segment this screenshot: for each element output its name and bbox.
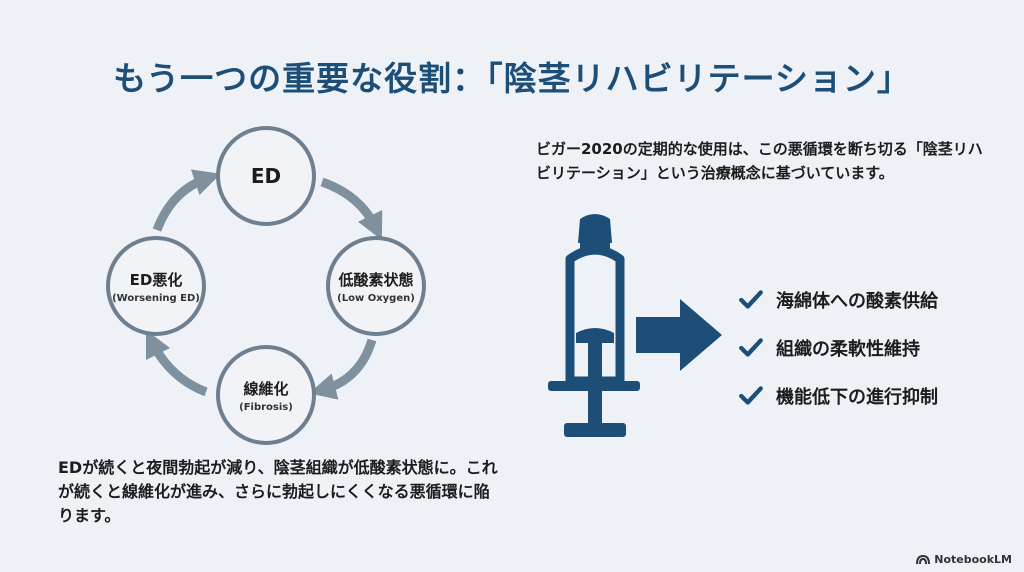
node-label: 低酸素状態 xyxy=(338,270,414,289)
arrow-lowoxygen-to-fibrosis xyxy=(308,338,377,400)
brand-watermark: NotebookLM xyxy=(916,553,1012,566)
benefit-list: 海綿体への酸素供給 組織の柔軟性維持 機能低下の進行抑制 xyxy=(738,276,938,420)
cycle-node-low-oxygen: 低酸素状態 (Low Oxygen) xyxy=(326,236,426,336)
node-sublabel: (Fibrosis) xyxy=(239,401,293,413)
notebooklm-logo-icon xyxy=(916,554,931,564)
cycle-description: EDが続くと夜間勃起が減り、陰茎組織が低酸素状態に。これが続くと線維化が進み、さ… xyxy=(58,458,498,525)
checkmark-icon xyxy=(739,386,763,405)
checkmark-icon xyxy=(739,290,763,309)
page-title: もう一つの重要な役割：「陰茎リハビリテーション」 xyxy=(113,59,911,98)
node-label: ED xyxy=(250,164,282,188)
cycle-node-worsening-ed: ED悪化 (Worsening ED) xyxy=(106,236,206,336)
node-label: 線維化 xyxy=(243,379,289,398)
right-arrow-icon xyxy=(636,299,722,371)
benefit-item: 組織の柔軟性維持 xyxy=(738,324,938,372)
benefit-item: 機能低下の進行抑制 xyxy=(738,372,938,420)
cycle-node-fibrosis: 線維化 (Fibrosis) xyxy=(216,345,316,445)
arrow-fibrosis-to-worsening xyxy=(145,329,208,397)
node-sublabel: (Worsening ED) xyxy=(112,292,200,304)
arrow-worsening-to-ed xyxy=(152,169,221,232)
node-sublabel: (Low Oxygen) xyxy=(337,292,415,304)
intro-text: ビガー2020の定期的な使用は、この悪循環を断ち切る「陰茎リハビリテーション」と… xyxy=(536,140,983,182)
benefit-label: 海綿体への酸素供給 xyxy=(776,291,938,312)
arrow-ed-to-lowoxygen xyxy=(320,177,383,241)
benefit-label: 機能低下の進行抑制 xyxy=(776,387,938,408)
cycle-node-ed: ED xyxy=(216,126,316,226)
brand-label: NotebookLM xyxy=(934,553,1012,566)
benefit-item: 海綿体への酸素供給 xyxy=(738,276,938,324)
benefit-label: 組織の柔軟性維持 xyxy=(776,339,920,360)
pump-device-icon xyxy=(548,214,722,437)
node-label: ED悪化 xyxy=(129,270,183,289)
checkmark-icon xyxy=(739,338,763,357)
